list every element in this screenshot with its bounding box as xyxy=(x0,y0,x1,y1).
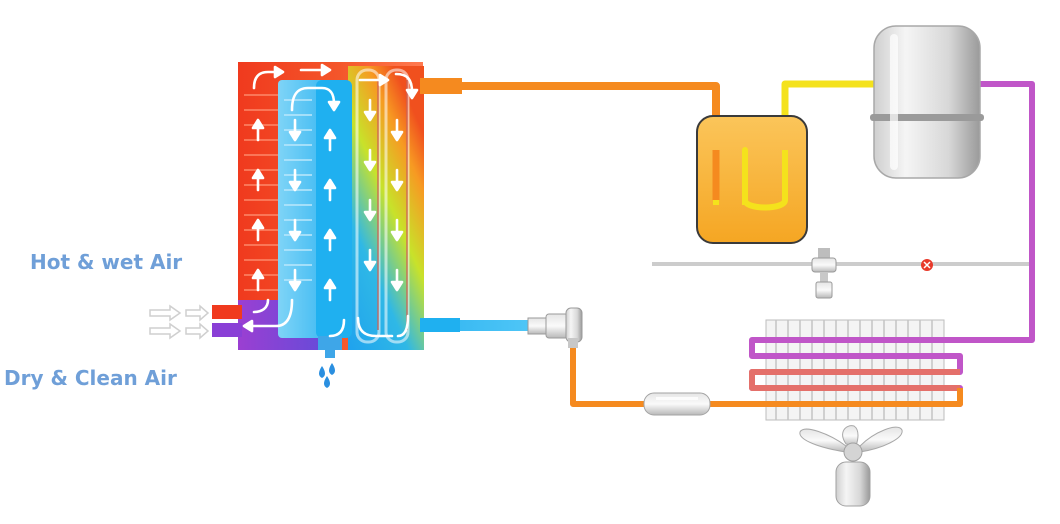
receiver-band xyxy=(870,114,984,121)
air-inflow-arrows-icon xyxy=(149,304,210,340)
tank-body xyxy=(696,115,808,244)
cold-inlet-stub xyxy=(420,318,460,332)
evaporator-tube-lines xyxy=(377,80,408,330)
purple-line xyxy=(960,81,1035,343)
condenser xyxy=(749,319,963,421)
water-drops-icon xyxy=(319,363,335,388)
hot-gas-line xyxy=(460,82,720,205)
flow-arrows xyxy=(242,63,419,338)
hot-fins xyxy=(244,94,282,291)
drain-spout xyxy=(325,350,335,358)
receiver-tank xyxy=(870,25,984,179)
receiver-highlight xyxy=(890,34,898,170)
receiver-shell xyxy=(873,25,981,179)
down-arrows-evaporator xyxy=(363,98,404,292)
hot-outlet-stub xyxy=(420,78,462,94)
expansion-valve-icon xyxy=(527,307,583,348)
air-outlet-stub xyxy=(212,323,242,337)
up-arrows-hot xyxy=(251,118,265,292)
filter-drier-icon xyxy=(643,392,711,416)
down-arrows-precool xyxy=(288,118,302,292)
fan-icon xyxy=(799,425,903,507)
indicator-icon xyxy=(921,259,933,271)
condenser-tubes xyxy=(749,337,963,407)
air-inlet-stub xyxy=(212,305,242,319)
precool-fins xyxy=(284,99,312,281)
heat-exchange-tank xyxy=(696,115,808,244)
fan-motor xyxy=(835,461,871,507)
heat-exchanger xyxy=(212,62,462,358)
dry-clean-air-label: Dry & Clean Air xyxy=(4,366,177,390)
drain-nozzle xyxy=(318,336,342,350)
up-arrows-separator xyxy=(323,128,337,302)
bypass-valve-icon xyxy=(811,248,837,299)
cold-line xyxy=(420,320,530,331)
separator-column xyxy=(316,80,352,338)
hot-wet-air-label: Hot & wet Air xyxy=(30,250,183,274)
